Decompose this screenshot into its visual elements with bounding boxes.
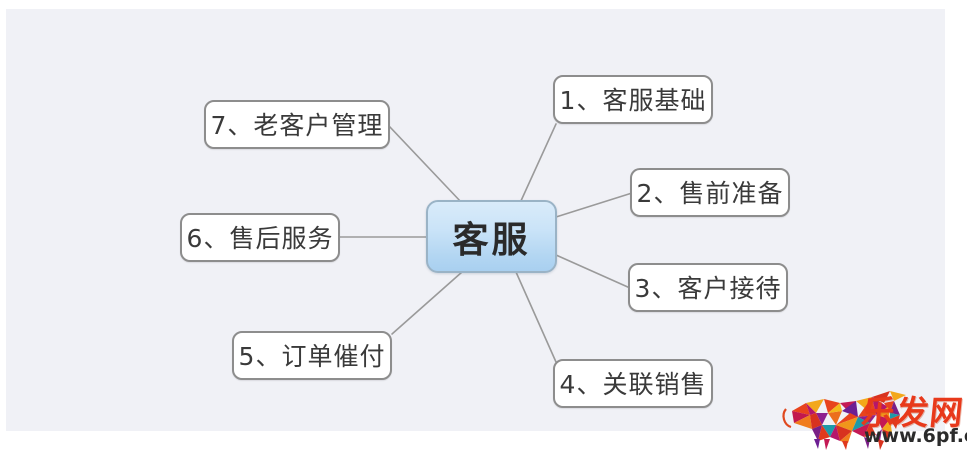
branch-node-1-label: 1、客服基础 [559,85,707,115]
branch-node-5-label: 5、订单催付 [238,341,386,371]
connector-to-branch-4 [515,271,557,363]
branch-node-1[interactable]: 1、客服基础 [553,75,713,124]
watermark-logo: 乐发网 www.6pf.cn [780,389,967,451]
watermark-url: www.6pf.cn [864,425,967,447]
connector-to-branch-5 [391,271,463,335]
branch-node-5[interactable]: 5、订单催付 [232,331,392,380]
connector-to-branch-1 [519,123,557,204]
branch-node-3[interactable]: 3、客户接待 [628,263,788,312]
connector-to-branch-7 [388,125,463,204]
branch-node-2[interactable]: 2、售前准备 [630,168,790,217]
branch-node-6-label: 6、售后服务 [186,223,334,253]
branch-node-6[interactable]: 6、售后服务 [180,213,340,262]
center-node[interactable]: 客服 [426,200,557,273]
branch-node-7[interactable]: 7、老客户管理 [204,100,390,149]
branch-node-3-label: 3、客户接待 [634,273,782,303]
polygonal-bull-icon [782,391,906,450]
branch-node-4[interactable]: 4、关联销售 [553,359,713,408]
connector-to-branch-3 [555,254,631,289]
connector-to-branch-2 [555,192,633,218]
center-node-label: 客服 [452,219,531,261]
branch-node-4-label: 4、关联销售 [559,369,707,399]
branch-node-7-label: 7、老客户管理 [210,110,384,140]
branch-node-2-label: 2、售前准备 [636,178,784,208]
